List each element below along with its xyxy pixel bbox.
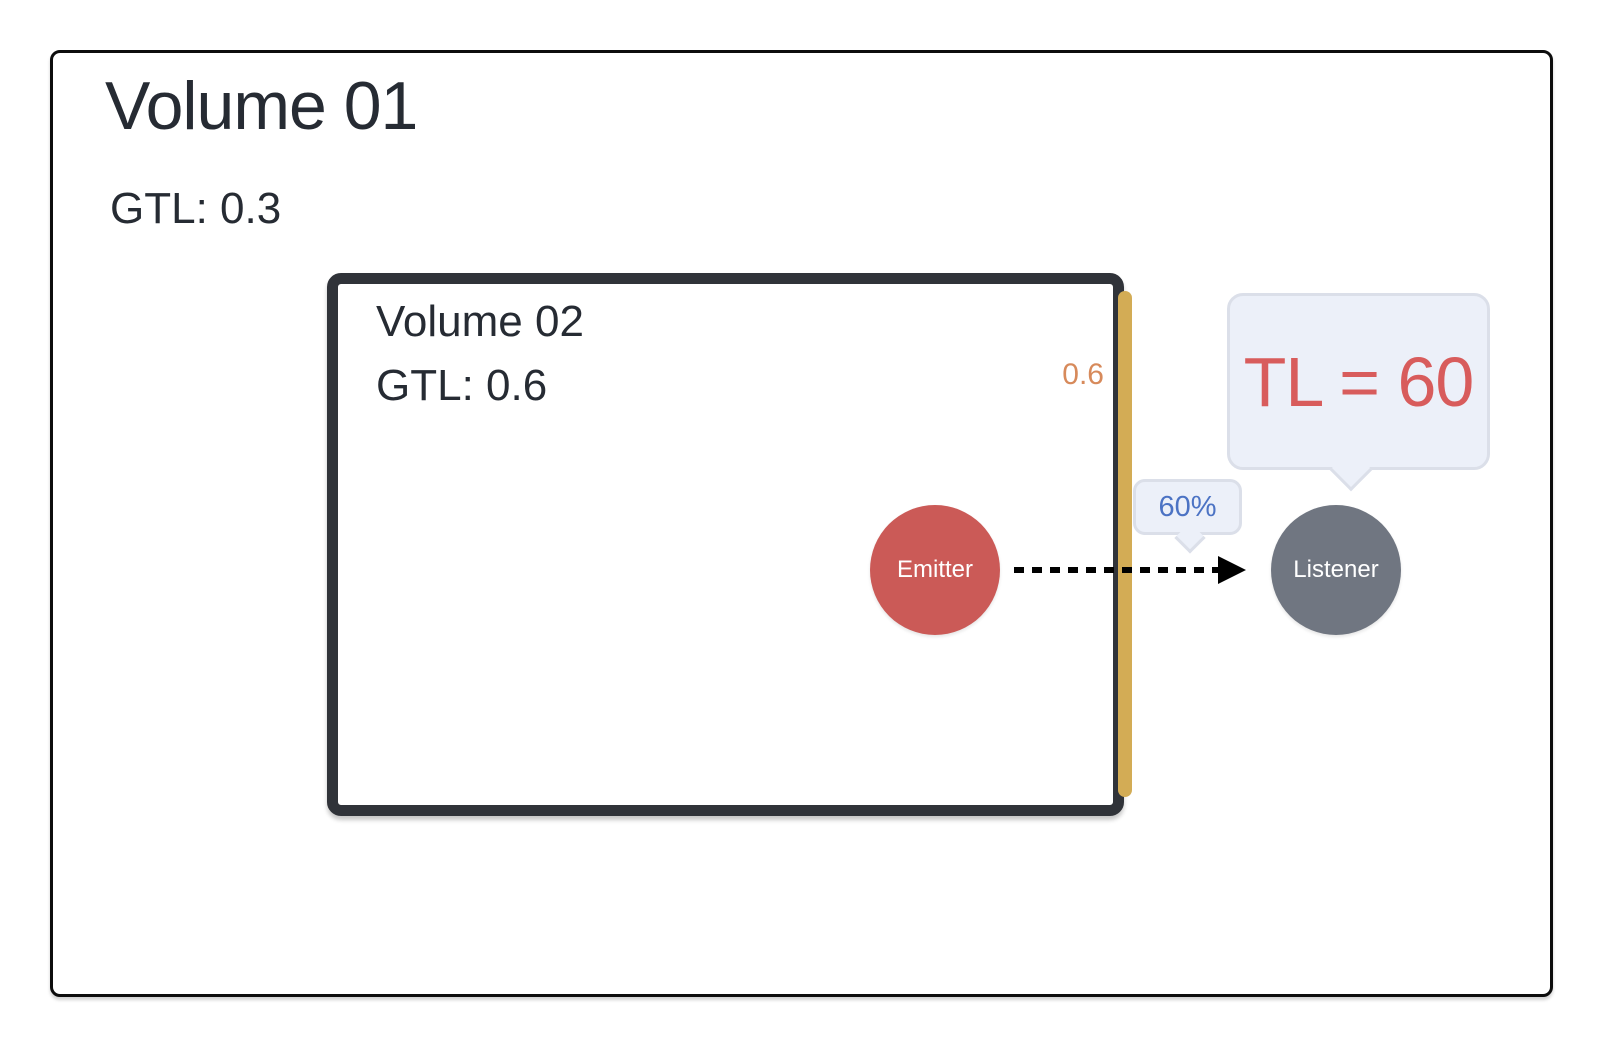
outer-volume-gtl-label: GTL: 0.3 bbox=[110, 184, 282, 233]
emission-arrow bbox=[1014, 556, 1246, 584]
listener-label: Listener bbox=[1293, 556, 1379, 583]
portal-bar bbox=[1118, 291, 1132, 797]
emitter-label: Emitter bbox=[896, 556, 973, 583]
transmission-badge: 60% bbox=[1133, 479, 1242, 554]
inner-volume-gtl-label: GTL: 0.6 bbox=[376, 361, 548, 410]
inner-volume-text: Volume 02 GTL: 0.6 bbox=[376, 290, 584, 418]
result-callout: TL = 60 bbox=[1227, 293, 1490, 492]
arrowhead-icon bbox=[1218, 556, 1246, 584]
listener-node: Listener bbox=[1271, 505, 1401, 635]
result-callout-value: TL = 60 bbox=[1243, 342, 1475, 421]
portal-value-label: 0.6 bbox=[1062, 358, 1104, 391]
inner-volume-title: Volume 02 bbox=[376, 297, 584, 346]
transmission-badge-value: 60% bbox=[1158, 490, 1217, 523]
emitter-node: Emitter bbox=[870, 505, 1000, 635]
outer-volume-title: Volume 01 bbox=[105, 68, 418, 144]
